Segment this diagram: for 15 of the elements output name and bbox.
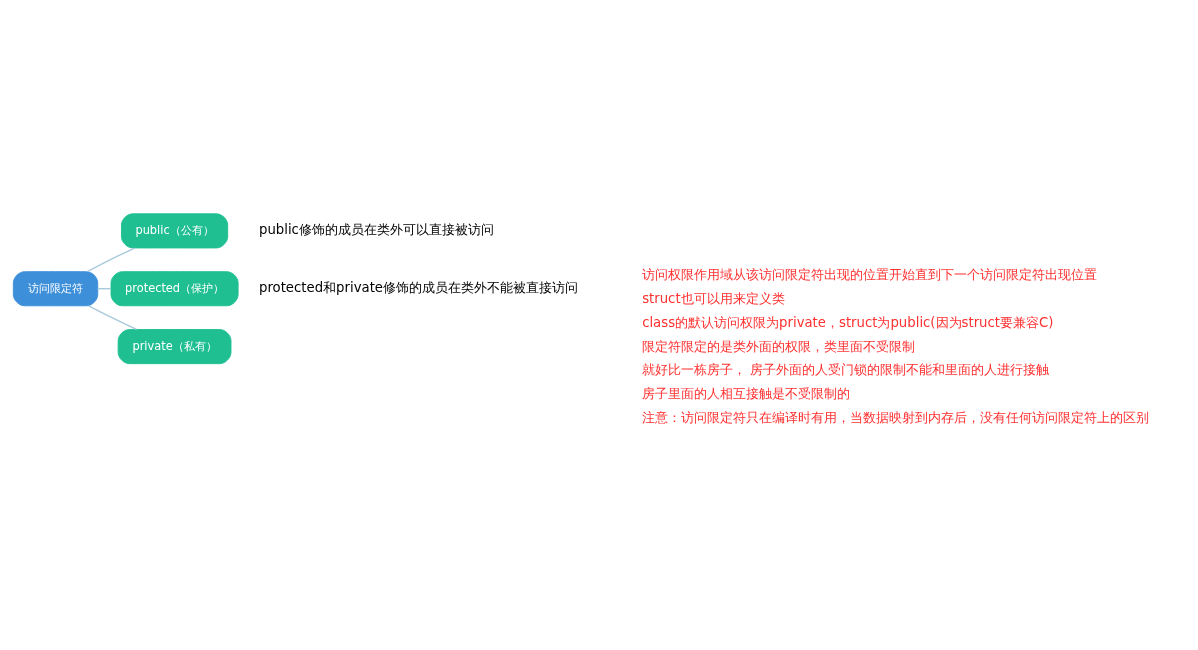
node-box: private（私有） xyxy=(117,329,232,365)
node-label: protected和private修饰的成员在类外不能被直接访问 xyxy=(258,280,579,296)
label: 访问权限作用域从该访问限定符出现的位置开始直到下一个访问限定符出现位置 xyxy=(642,267,1098,283)
node-label: public修饰的成员在类外可以直接被访问 xyxy=(258,222,494,238)
node-box: protected（保护） xyxy=(110,271,239,307)
label: 就好比一栋房子， 房子外面的人受门锁的限制不能和里面的人进行接触 xyxy=(642,362,1050,378)
label: 房子里面的人相互接触是不受限制的 xyxy=(642,385,851,401)
label: 限定符限定的是类外面的权限，类里面不受限制 xyxy=(642,338,916,354)
label: struct也可以用来定义类 xyxy=(642,291,785,307)
connector xyxy=(86,247,136,273)
label: 注意：访问限定符只在编译时有用，当数据映射到内存后，没有任何访问限定符上的区别 xyxy=(642,409,1150,425)
node-box: 访问限定符 xyxy=(12,271,99,307)
connector xyxy=(87,305,138,331)
label: class的默认访问权限为private，struct为public(因为struct要兼容C) xyxy=(642,314,1054,330)
node-box: public（公有） xyxy=(120,213,229,249)
